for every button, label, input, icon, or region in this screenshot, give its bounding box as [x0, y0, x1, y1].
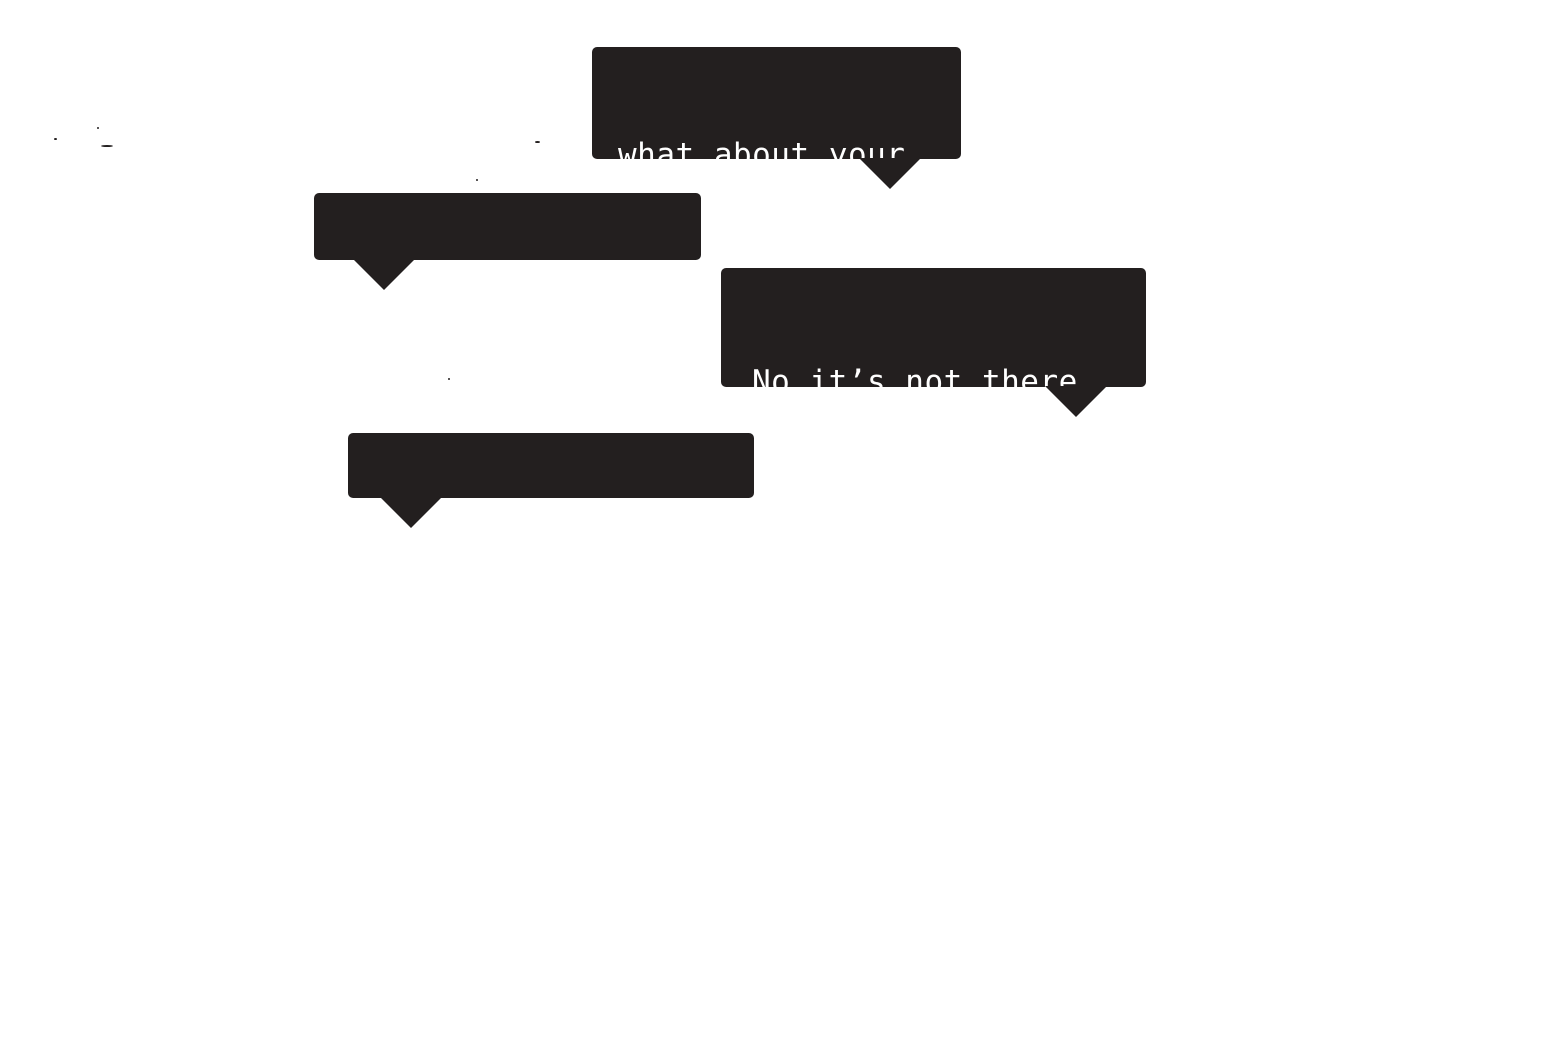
speech-bubble-delivery-delay: what about your delivery delay? [592, 47, 961, 281]
speech-bubble-tail [380, 497, 442, 528]
ink-speck [101, 145, 113, 147]
speech-bubble-tail [353, 259, 415, 290]
speech-bubble-where-order: Where’s my order? [314, 193, 701, 315]
ink-speck [97, 127, 99, 129]
ink-speck [54, 138, 57, 140]
ink-speck [476, 179, 478, 181]
bubble-text-line: No it’s not there. [752, 364, 1097, 400]
bubble-text-line: Can you check? [752, 472, 1021, 508]
speech-bubble-one-more-thing: One more thing... [348, 433, 754, 554]
ink-speck [448, 378, 450, 380]
speech-bubble-tail [1045, 386, 1107, 417]
speech-bubble-tail [859, 158, 921, 189]
speech-bubble-not-there: No it’s not there. Can you check? [721, 268, 1146, 508]
ink-speck [535, 141, 540, 143]
